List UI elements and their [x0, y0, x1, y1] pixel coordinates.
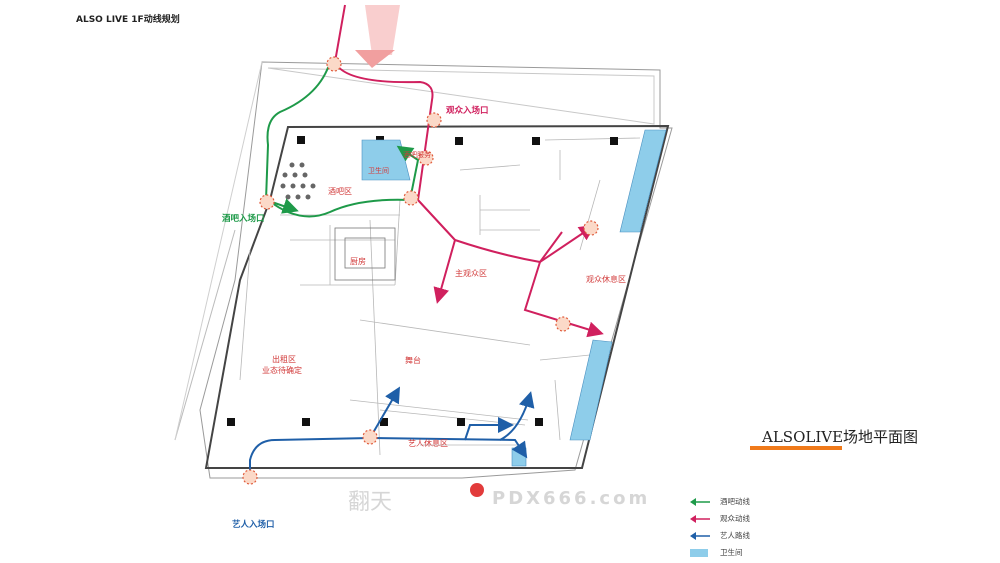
artist-entrance-label: 艺人入场口: [232, 520, 275, 530]
legend-label: 卫生间: [720, 548, 743, 557]
building-walls: [204, 124, 670, 469]
zone-main-audience: 主观众区: [455, 269, 487, 278]
green-arrow-icon: [690, 497, 710, 506]
magenta-arrow-icon: [690, 514, 710, 523]
legend-label: 观众动线: [720, 514, 750, 523]
zone-artist-lounge: 艺人休息区: [408, 439, 448, 448]
entrance-markers: [242, 56, 599, 485]
legend-label: 艺人路线: [720, 531, 750, 540]
audience-entrance-label: 观众入场口: [446, 106, 489, 116]
zone-kitchen: 厨房: [350, 257, 366, 266]
zone-bar-counter: 酒吧服务: [403, 151, 431, 159]
legend-label: 酒吧动线: [720, 497, 750, 506]
legend: 酒吧动线 观众动线 艺人路线 卫生间: [690, 493, 750, 561]
site-boundary: [174, 61, 673, 479]
bar-counter: [334, 227, 396, 281]
watermark-seal: [470, 483, 484, 497]
approach-arrow: [355, 5, 400, 68]
audience-route: [333, 4, 604, 338]
legend-item-bar-route: 酒吧动线: [690, 493, 750, 510]
watermark-text: PDX666.com: [492, 488, 651, 509]
restroom-blocks: [361, 129, 667, 467]
artist-route: [249, 386, 535, 480]
restroom-swatch-icon: [690, 548, 710, 557]
bar-route: [264, 61, 420, 218]
zone-rent-area: 出租区: [272, 355, 296, 364]
blue-arrow-icon: [690, 531, 710, 540]
legend-item-artist-route: 艺人路线: [690, 527, 750, 544]
zone-bar-area: 酒吧区: [328, 187, 352, 196]
legend-item-restroom: 卫生间: [690, 544, 750, 561]
interior-lines: [239, 137, 641, 456]
plan-title: ALSOLIVE场地平面图: [762, 428, 919, 446]
structural-columns: [227, 136, 618, 426]
page-title: ALSO LIVE 1F动线规划: [76, 15, 180, 25]
legend-item-audience-route: 观众动线: [690, 510, 750, 527]
watermark-logo: 翻天: [348, 490, 393, 515]
title-underline: [750, 446, 842, 450]
zone-stage: 舞台: [405, 356, 421, 365]
zone-restroom: 卫生间: [368, 167, 389, 175]
bar-entrance-label: 酒吧入场口: [222, 214, 265, 224]
zone-rent-note: 业态待确定: [262, 366, 302, 375]
bar-seating: [280, 162, 316, 200]
zone-audience-lounge: 观众休息区: [586, 275, 626, 284]
